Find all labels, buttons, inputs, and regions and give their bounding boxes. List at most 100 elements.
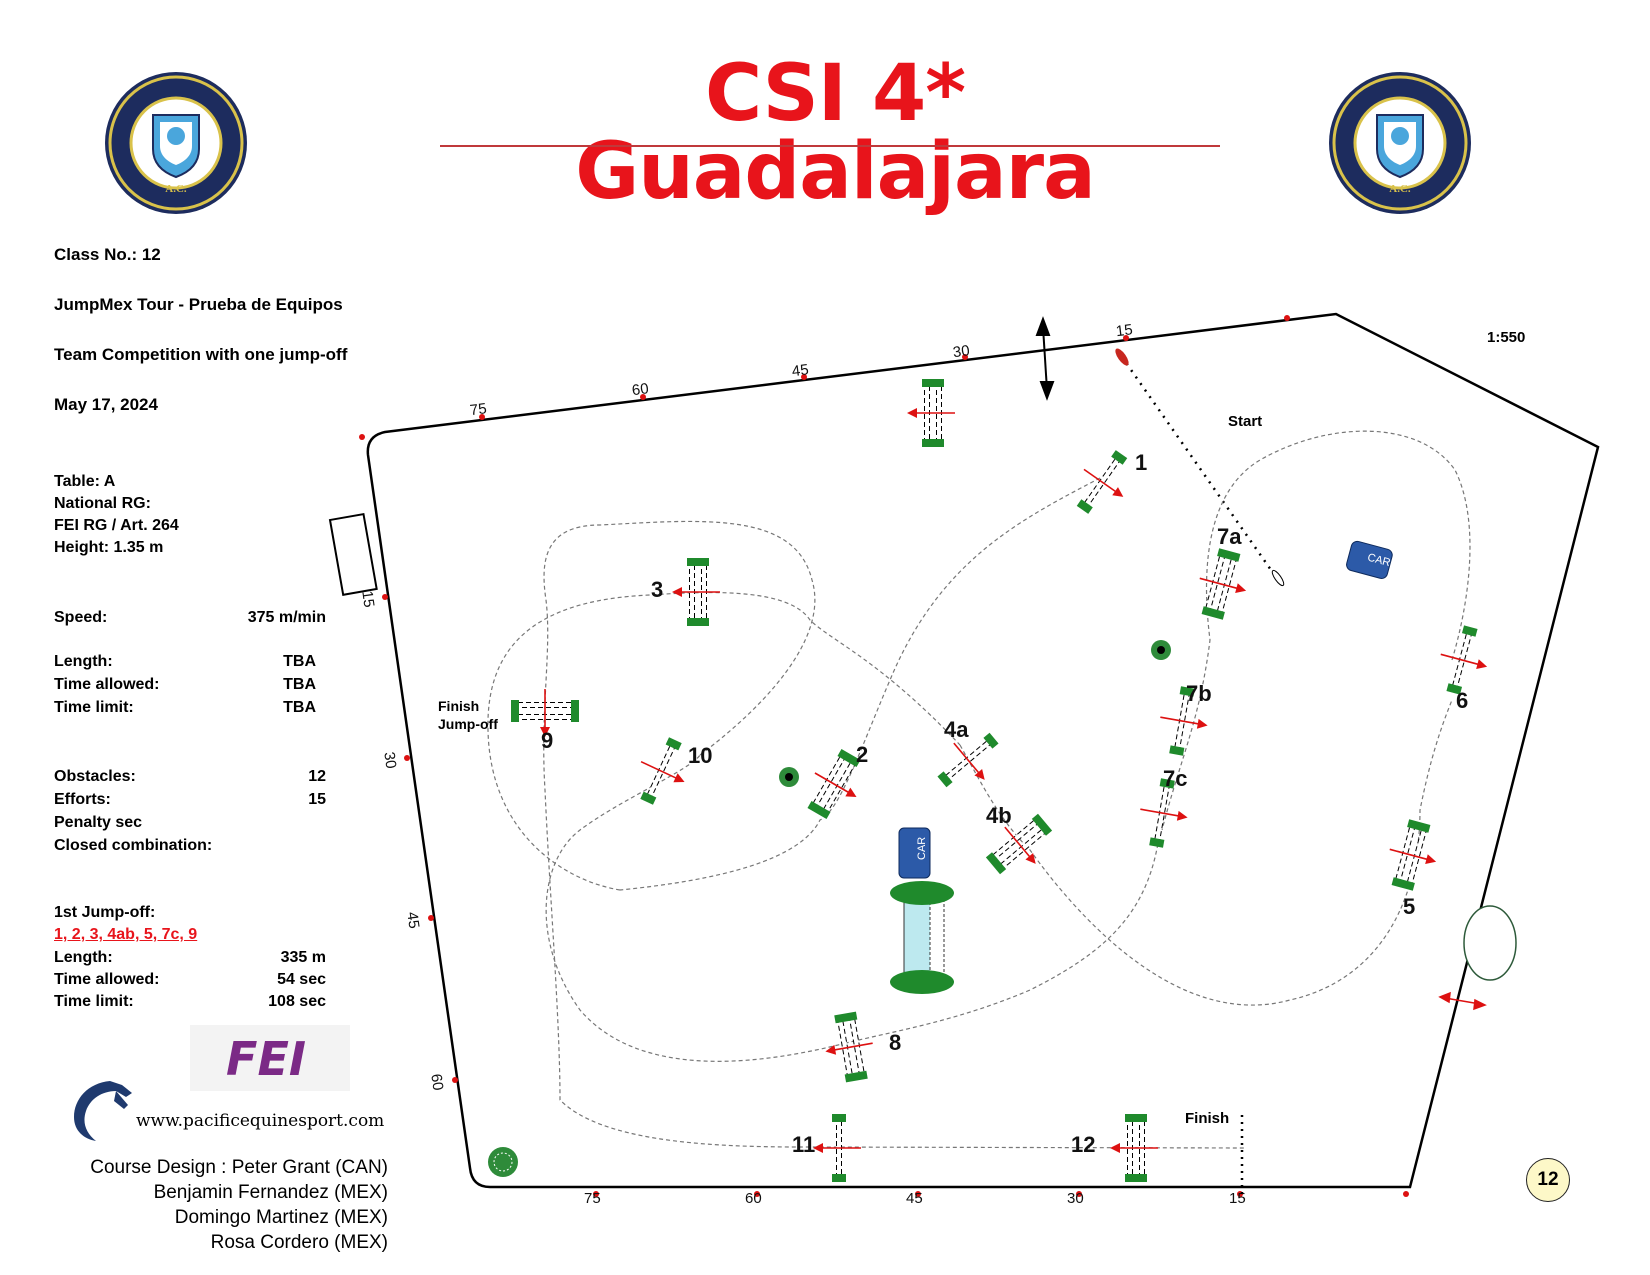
spec-value: 12: [308, 768, 326, 785]
ruler-bottom: 45: [906, 1190, 923, 1207]
course-track: [487, 430, 1471, 1149]
start-line: [1120, 356, 1280, 581]
spec-label: Speed:: [54, 609, 108, 626]
fence-icon: [807, 749, 861, 819]
spec-label: Length:: [54, 653, 113, 670]
jumpoff-fences: 1, 2, 3, 4ab, 5, 7c, 9: [54, 926, 198, 943]
fence-icon: [1110, 1114, 1158, 1182]
fence-number: 11: [792, 1132, 815, 1157]
flower-bed: [1463, 905, 1517, 981]
fence-number: 1: [1135, 450, 1147, 475]
fei-logo: FEI: [190, 1025, 350, 1091]
jumpoff-length: Length: 335 m: [54, 949, 326, 967]
ruler-markers: [359, 315, 1409, 1197]
ruler-top: 45: [791, 361, 810, 380]
fence-icon: [672, 558, 720, 626]
spec-closed-combination: Closed combination:: [54, 837, 326, 855]
spec-time-allowed: Time allowed: TBA: [54, 676, 326, 694]
car-label: CAR: [916, 837, 928, 860]
national-rg: National RG:: [54, 495, 151, 512]
tour-name: JumpMex Tour - Prueba de Equipos: [54, 295, 343, 314]
svg-text:A.C.: A.C.: [1389, 183, 1411, 195]
fence-icon: [1389, 819, 1437, 891]
start-flag-icon: [1115, 348, 1129, 366]
ruler-bottom: 60: [745, 1190, 762, 1207]
horse-head-icon: [74, 1081, 132, 1141]
fence-icon: [907, 379, 955, 447]
spec-label: Obstacles:: [54, 768, 136, 785]
fence-icon: [1160, 686, 1208, 756]
spec-label: Penalty sec: [54, 814, 143, 831]
spec-penalty: Penalty sec: [54, 814, 326, 832]
car-label: CAR: [1366, 552, 1392, 570]
fence-number: 10: [688, 743, 712, 768]
spec-label: Closed combination:: [54, 837, 213, 854]
fence-number: 7b: [1186, 681, 1212, 706]
website-link[interactable]: www.pacificequinesport.com: [136, 1111, 385, 1131]
ruler-top: 30: [952, 342, 971, 361]
ruler-top: 15: [1115, 321, 1134, 340]
fence-number: 8: [889, 1030, 901, 1055]
ruler-bottom: 75: [584, 1190, 601, 1207]
event-date: May 17, 2024: [54, 395, 158, 414]
title-underline: [440, 145, 1220, 147]
finish-label: Finish: [1185, 1110, 1229, 1127]
ruler-bottom: 30: [1067, 1190, 1084, 1207]
arena-boundary: [366, 312, 1600, 1189]
spec-label: Time limit:: [54, 993, 134, 1010]
tree-icon: [779, 767, 799, 787]
ruler-left: 60: [427, 1073, 446, 1092]
jumpoff-heading-text: 1st Jump-off:: [54, 904, 156, 921]
spec-speed: Speed: 375 m/min: [54, 609, 326, 627]
spec-value: 108 sec: [268, 993, 326, 1010]
car-box: CAR: [1346, 540, 1393, 579]
credit-line: Benjamin Fernandez (MEX): [153, 1182, 388, 1203]
fence-number: 4a: [944, 717, 969, 742]
fei-logo-text: FEI: [226, 1032, 306, 1086]
fence-icon: [640, 737, 685, 805]
fei-rg: FEI RG / Art. 264: [54, 517, 179, 534]
jumpoff-heading: 1st Jump-off:: [54, 904, 326, 922]
ruler-bottom: 15: [1229, 1190, 1246, 1207]
fence-icon: [985, 813, 1053, 875]
arrow-icon: [1438, 991, 1487, 1011]
fence-icon: [937, 732, 999, 788]
fence-number: 2: [856, 742, 868, 767]
credit-line: Course Design : Peter Grant (CAN): [90, 1157, 388, 1178]
club-logo-right: A.C.: [1329, 72, 1471, 214]
ruler-left: 30: [380, 751, 399, 770]
water-jump: [890, 881, 954, 994]
double-arrow-icon: [1035, 316, 1055, 401]
fence-number: 4b: [986, 803, 1012, 828]
fence-icon: [1076, 450, 1128, 514]
spec-value: TBA: [283, 676, 316, 693]
spec-label: Length:: [54, 949, 113, 966]
spec-label: Efforts:: [54, 791, 111, 808]
spec-efforts: Efforts: 15: [54, 791, 326, 809]
spec-label: Time allowed:: [54, 676, 160, 693]
fence-icon: [1140, 778, 1188, 848]
fence-number: 7a: [1217, 524, 1242, 549]
competition-type: Team Competition with one jump-off: [54, 345, 348, 364]
credit-line: Rosa Cordero (MEX): [210, 1232, 388, 1253]
tree-icon: [1151, 640, 1171, 660]
class-number-badge: 12: [1526, 1158, 1570, 1202]
fence-icon: [825, 1011, 873, 1083]
club-logo-left: A.C.: [105, 72, 247, 214]
fence-number: 9: [541, 728, 553, 753]
car-box: CAR: [898, 827, 931, 879]
fence-icon: [1440, 625, 1488, 695]
spec-value: 54 sec: [277, 971, 326, 988]
spec-value: 15: [308, 791, 326, 808]
spec-obstacles: Obstacles: 12: [54, 768, 326, 786]
spec-value: 375 m/min: [247, 609, 326, 626]
fences: [511, 379, 1488, 1182]
tree-icon: [488, 1147, 518, 1177]
table-rule: Table: A: [54, 473, 116, 490]
spec-value: TBA: [283, 653, 316, 670]
finish-jumpoff-label: Finish: [438, 698, 479, 714]
finish-jumpoff-label: Jump-off: [438, 716, 498, 732]
fence-number: 12: [1071, 1132, 1095, 1157]
fence-number: 7c: [1163, 766, 1187, 791]
height: Height: 1.35 m: [54, 539, 164, 556]
